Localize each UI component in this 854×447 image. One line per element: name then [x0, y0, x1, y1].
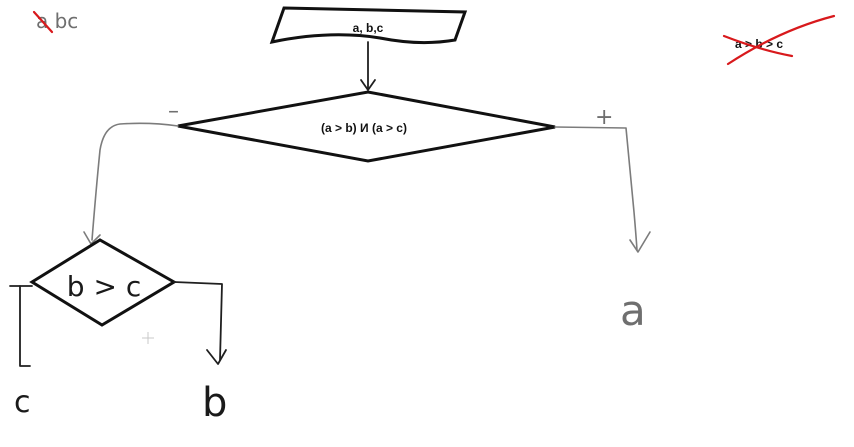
arrow-input-to-condition — [360, 41, 376, 91]
sub-condition-label: b > c — [67, 270, 141, 303]
true-result: a — [620, 286, 646, 335]
input-block-label: a, b,c — [353, 21, 384, 35]
cursor-mark — [142, 332, 154, 344]
input-block-shape — [269, 6, 468, 45]
sub-false-result: c — [14, 385, 31, 420]
main-condition-label: (a > b) И (a > c) — [321, 121, 407, 135]
sub-condition: b > c — [29, 238, 177, 327]
sub-false-branch-line — [9, 285, 33, 367]
branch-true-sign: + — [595, 105, 613, 130]
scribble-cross-mark — [32, 10, 54, 34]
false-branch-line — [83, 122, 179, 245]
input-block: a, b,c — [269, 6, 468, 45]
sub-true-branch-line — [173, 281, 227, 365]
main-condition: (a > b) И (a > c) — [177, 90, 556, 163]
cross-stroke-2 — [726, 14, 836, 66]
top-left-scribble: a bc — [32, 9, 78, 34]
top-right-crossed-note: a > b > c — [722, 14, 836, 66]
branch-false-sign: – — [168, 99, 179, 124]
cross-stroke-1 — [722, 34, 794, 58]
true-branch-line — [554, 126, 651, 253]
sub-true-result: b — [202, 380, 227, 426]
